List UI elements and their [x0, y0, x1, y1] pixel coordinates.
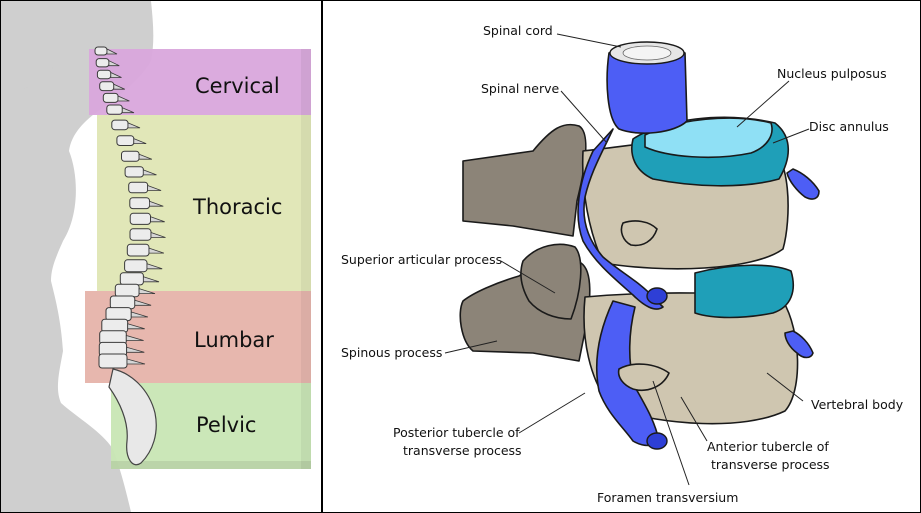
vertebra	[129, 228, 152, 241]
spine-regions-panel: Cervical Thoracic Lumbar Pelvic	[1, 1, 321, 512]
vertebra-process	[130, 311, 149, 318]
leader-spinal-cord	[556, 33, 622, 48]
lower-disc-annulus	[694, 264, 795, 319]
vertebra	[95, 58, 110, 68]
upper-nerve-root-end	[646, 287, 668, 305]
vertebra-anatomy-panel: Spinal cord Spinal nerve Nucleus pulposu…	[323, 1, 920, 512]
vertebra-process	[121, 107, 135, 114]
upper-transverse-process	[620, 220, 658, 247]
label-posterior-tubercle-2: transverse process	[403, 443, 522, 458]
vertebra-process	[138, 288, 156, 294]
spinal-nerve	[577, 128, 664, 310]
band-edge-shade	[301, 49, 311, 469]
label-anterior-tubercle-2: transverse process	[711, 457, 830, 472]
leader-anterior-tubercle	[680, 396, 708, 442]
head-profile	[1, 1, 62, 97]
lower-transverse-process	[617, 363, 670, 391]
vertebra-process	[148, 247, 165, 254]
vertebra	[105, 307, 132, 322]
vertebra-anatomy-svg: Spinal cord Spinal nerve Nucleus pulposu…	[341, 23, 904, 505]
leader-disc-annulus	[772, 128, 810, 144]
vertebra	[111, 119, 129, 131]
vertebra	[114, 283, 140, 298]
vertebra-process	[108, 60, 120, 67]
vertebra	[121, 150, 140, 162]
vertebra	[109, 295, 136, 310]
leader-foramen	[652, 380, 690, 486]
label-foramen-transversium: Foramen transversium	[597, 490, 738, 505]
leader-spinous-process	[444, 340, 498, 354]
cervical-band	[89, 49, 311, 115]
vertebra-process	[113, 83, 125, 90]
leader-posterior-tubercle	[518, 392, 586, 434]
sacrum	[108, 368, 157, 466]
leader-vertebral-body	[766, 372, 804, 402]
vertebra	[129, 197, 151, 210]
body-silhouette	[1, 1, 154, 512]
vertebra-process	[127, 122, 141, 129]
vertebra-process	[147, 184, 162, 191]
vertebra-process	[117, 95, 130, 102]
vertebra	[96, 69, 112, 80]
label-nucleus-pulposus: Nucleus pulposus	[777, 66, 887, 81]
label-posterior-tubercle-1: Posterior tubercle of	[393, 425, 520, 440]
leader-spinal-nerve	[560, 90, 608, 144]
vertebra-process	[110, 71, 122, 78]
cervical-label: Cervical	[195, 74, 280, 98]
spine-regions-svg: Cervical Thoracic Lumbar Pelvic	[1, 1, 311, 512]
vertebra	[126, 243, 150, 257]
lower-artery-end	[646, 432, 668, 450]
vertebra-process	[146, 263, 163, 270]
vertebra	[119, 272, 144, 286]
vertebra	[128, 181, 149, 194]
pelvic-label: Pelvic	[196, 413, 256, 437]
vertebra-process	[126, 346, 145, 353]
band-bottom-shade	[111, 461, 311, 469]
superior-articular-process	[520, 243, 582, 320]
label-vertebral-body: Vertebral body	[811, 397, 904, 412]
vertebra-process	[143, 276, 160, 283]
vertebra-process	[125, 334, 144, 341]
label-disc-annulus: Disc annulus	[809, 119, 889, 134]
leader-superior-articular	[500, 260, 556, 294]
vertebra-process	[133, 138, 147, 144]
lumbar-label: Lumbar	[194, 328, 274, 352]
vertebra	[124, 166, 144, 178]
vertebra	[129, 212, 151, 225]
vertebra	[102, 92, 119, 103]
thoracic-label: Thoracic	[192, 195, 282, 219]
vertebra-process	[142, 169, 157, 176]
vertebra	[106, 104, 123, 115]
label-spinal-nerve: Spinal nerve	[481, 81, 560, 96]
vertebra-process	[150, 216, 165, 223]
right-nerve-branch	[786, 168, 820, 200]
right-lower-nerve-branch	[784, 330, 814, 359]
vertebra-process	[138, 153, 153, 160]
panel-divider	[321, 1, 323, 512]
upper-spinous-process	[462, 123, 587, 237]
label-superior-articular-process: Superior articular process	[341, 252, 502, 267]
leader-nucleus-pulposus	[736, 80, 790, 128]
label-anterior-tubercle-1: Anterior tubercle of	[707, 439, 829, 454]
vertebra	[98, 353, 128, 369]
vertebra-process	[149, 200, 164, 207]
spinal-cord-grey-matter	[622, 45, 672, 61]
vertebra	[99, 81, 115, 92]
label-spinal-cord: Spinal cord	[483, 23, 553, 38]
vertebra	[116, 135, 135, 146]
label-spinous-process: Spinous process	[341, 345, 442, 360]
vertebra-process	[127, 323, 145, 330]
vertebra	[124, 259, 148, 273]
vertebra-process	[106, 48, 118, 55]
vertebra-process	[134, 299, 152, 306]
spine-column	[94, 46, 166, 369]
vertebra-process	[150, 231, 166, 238]
vertebra	[94, 46, 108, 56]
vertebra-process	[126, 358, 146, 365]
